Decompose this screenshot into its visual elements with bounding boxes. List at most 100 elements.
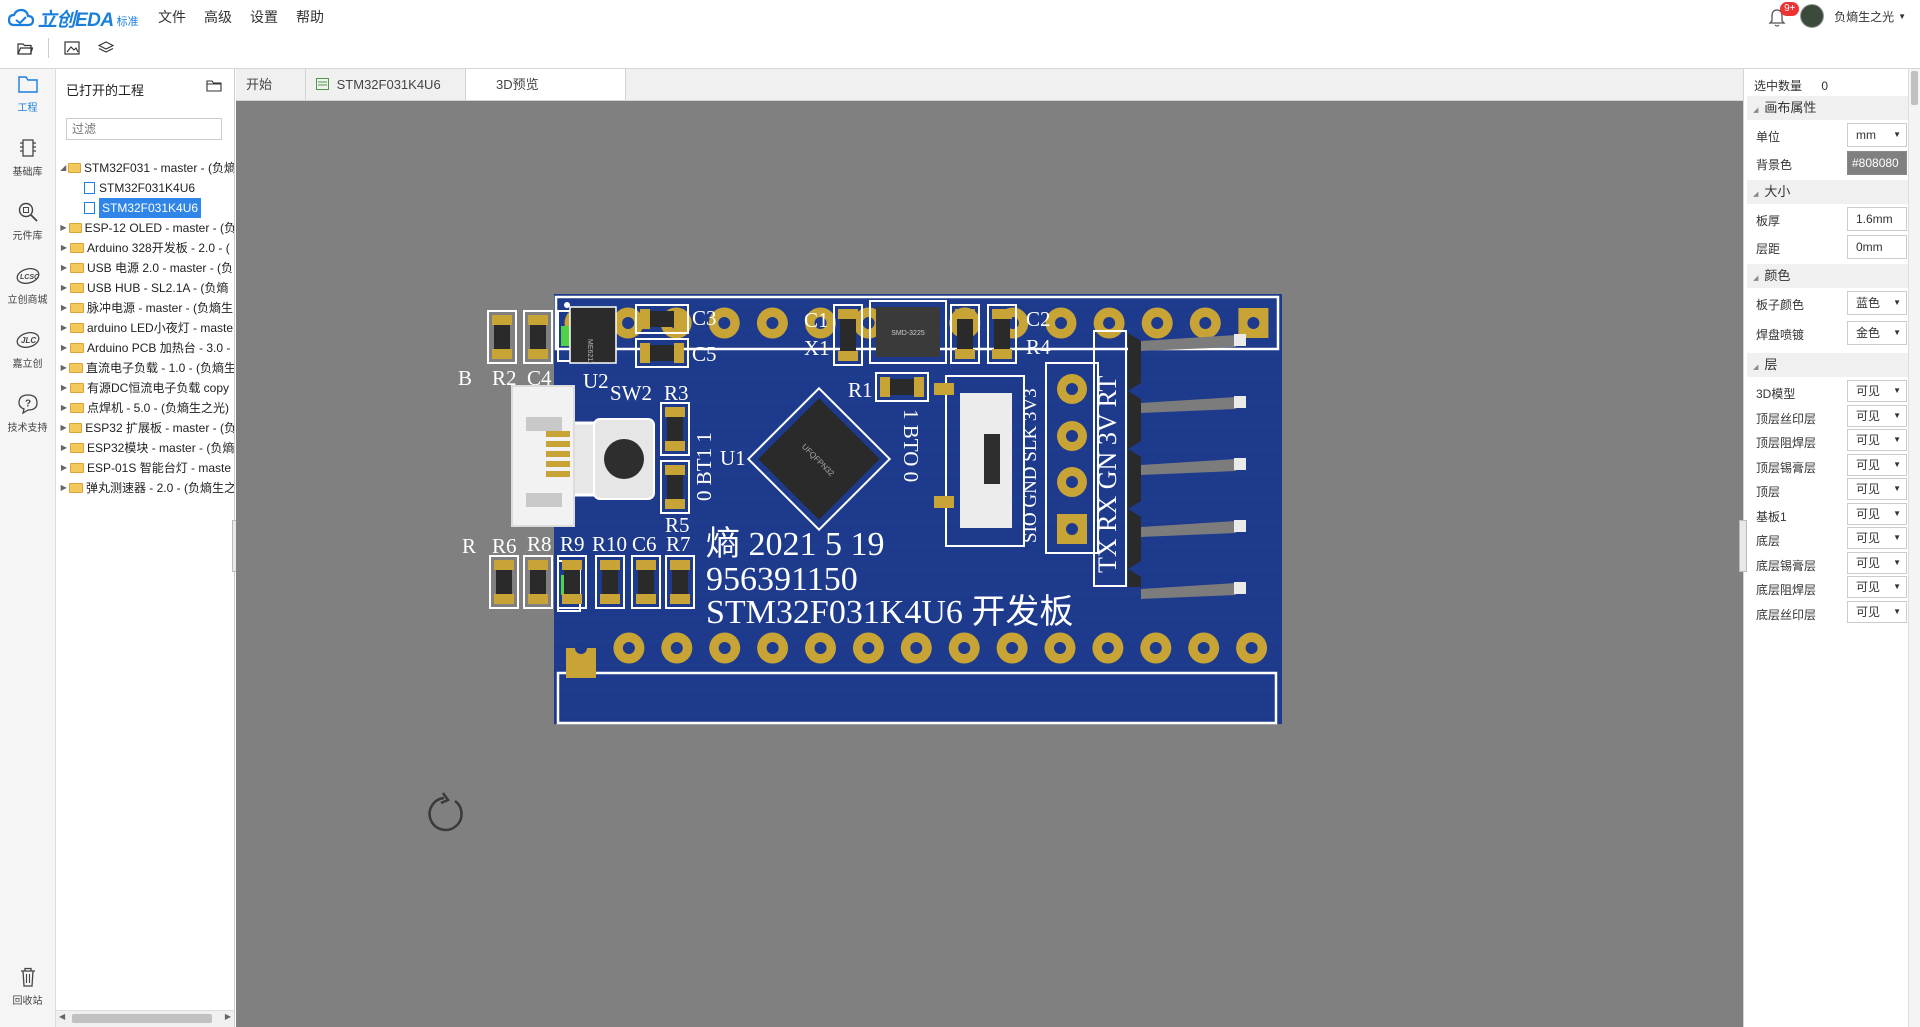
spacing-input[interactable]: 0mm	[1847, 235, 1907, 259]
tree-item[interactable]: ▶USB HUB - SL2.1A - (负熵	[56, 278, 234, 298]
magnifier-chip-icon	[18, 202, 38, 222]
rail-component-library[interactable]: 元件库	[0, 199, 55, 242]
vertical-scrollbar-thumb[interactable]	[1911, 71, 1918, 105]
new-folder-button[interactable]	[206, 79, 222, 95]
reset-view-icon[interactable]	[428, 792, 463, 832]
collapsed-triangle-icon[interactable]: ▶	[60, 303, 68, 312]
tree-item[interactable]: ◢STM32F031 - master - (负熵	[56, 158, 234, 178]
tab-3d-preview[interactable]: 3D预览	[466, 69, 626, 100]
collapsed-triangle-icon[interactable]: ▶	[60, 463, 68, 472]
tree-item[interactable]: ▶有源DC恒流电子负载 copy	[56, 378, 234, 398]
tree-item[interactable]: ▶ESP32模块 - master - (负熵	[56, 438, 234, 458]
layer-visibility-select[interactable]: 可见▼	[1847, 453, 1907, 476]
header-pin	[1141, 459, 1236, 475]
unit-select[interactable]: mm▼	[1847, 123, 1907, 147]
user-name[interactable]: 负熵生之光	[1834, 9, 1895, 24]
layer-visibility-select[interactable]: 可见▼	[1847, 478, 1907, 500]
tree-item[interactable]: ▶arduino LED小夜灯 - maste	[56, 318, 234, 338]
collapsed-triangle-icon[interactable]: ▶	[60, 483, 67, 492]
filter-input[interactable]	[66, 118, 222, 140]
3d-preview-canvas[interactable]: ME6211 UFQFPN32 SMD-3225	[236, 101, 1743, 1027]
scrollbar-thumb[interactable]	[72, 1014, 212, 1023]
menu-advanced[interactable]: 高级	[204, 9, 232, 25]
layer-visibility-select[interactable]: 可见▼	[1847, 429, 1907, 451]
section-layers[interactable]: 层	[1747, 353, 1909, 377]
rail-basic-library[interactable]: 基础库	[0, 135, 55, 178]
c3-body	[650, 311, 674, 327]
pad-hole	[575, 642, 587, 654]
tab-start[interactable]: 开始	[236, 69, 306, 100]
rail-recycle-bin[interactable]: 回收站	[0, 964, 55, 1007]
tree-item[interactable]: ▶Arduino PCB 加热台 - 3.0 -	[56, 338, 234, 358]
collapsed-triangle-icon[interactable]: ▶	[60, 283, 68, 292]
collapsed-triangle-icon[interactable]: ▶	[60, 403, 68, 412]
open-folder-button[interactable]	[14, 37, 36, 59]
collapsed-triangle-icon[interactable]: ▶	[60, 423, 67, 432]
avatar[interactable]	[1800, 4, 1825, 28]
collapsed-triangle-icon[interactable]: ▶	[60, 263, 68, 272]
tree-item[interactable]: ▶USB 电源 2.0 - master - (负	[56, 258, 234, 278]
tree-item[interactable]: ▶脉冲电源 - master - (负熵生	[56, 298, 234, 318]
menu-settings[interactable]: 设置	[250, 9, 278, 25]
collapsed-triangle-icon[interactable]: ▶	[60, 323, 68, 332]
board-color-select[interactable]: 蓝色▼	[1847, 291, 1907, 315]
scroll-left-icon[interactable]: ◀	[59, 1012, 66, 1021]
layer-visibility-select[interactable]: 可见▼	[1847, 404, 1907, 427]
tree-item[interactable]: ▶直流电子负载 - 1.0 - (负熵生	[56, 358, 234, 378]
layers-button[interactable]	[95, 37, 117, 59]
c6-outline	[631, 555, 661, 609]
layer-visibility-select[interactable]: 可见▼	[1847, 502, 1907, 525]
vertical-scrollbar[interactable]	[1908, 69, 1920, 1027]
scroll-right-icon[interactable]: ▶	[224, 1012, 231, 1021]
project-icon	[17, 76, 38, 93]
layer-visibility-select[interactable]: 可见▼	[1847, 551, 1907, 574]
tree-item[interactable]: ▶ESP-12 OLED - master - (负	[56, 218, 234, 238]
tree-item[interactable]: ▶Arduino 328开发板 - 2.0 - (	[56, 238, 234, 258]
tree-item[interactable]: STM32F031K4U6	[56, 178, 234, 198]
collapsed-triangle-icon[interactable]: ▶	[60, 243, 68, 252]
collapsed-triangle-icon[interactable]: ▶	[60, 363, 67, 372]
rail-project[interactable]: 工程	[0, 71, 55, 114]
rail-lcsc-mall[interactable]: LCSC 立创商城	[0, 263, 55, 306]
collapsed-triangle-icon[interactable]: ▶	[60, 223, 67, 232]
silk-r10: R10	[592, 532, 627, 556]
layer-visibility-select[interactable]: 可见▼	[1847, 380, 1907, 402]
tree-item[interactable]: ▶ ESP32 扩展板 - master - (负	[56, 418, 235, 438]
notification-button[interactable]: 9+	[1766, 2, 1800, 28]
tree-item[interactable]: ▶ESP-01S 智能台灯 - maste	[56, 458, 234, 478]
menu-help[interactable]: 帮助	[296, 9, 324, 25]
layer-visibility-select[interactable]: 可见▼	[1847, 600, 1907, 623]
app-logo[interactable]: 立创EDA 标准	[8, 5, 139, 31]
silk-u2: U2	[583, 369, 609, 393]
pcb-3d-render: ME6211 UFQFPN32 SMD-3225	[428, 294, 1282, 832]
pad-plating-select[interactable]: 金色▼	[1847, 321, 1907, 345]
menu-file[interactable]: 文件	[158, 9, 186, 25]
pad-hole	[766, 317, 779, 329]
section-size[interactable]: 大小	[1747, 180, 1909, 204]
caret-down-icon[interactable]: ▼	[1898, 11, 1906, 21]
right-panel-collapse-handle[interactable]	[1739, 520, 1747, 572]
rail-support[interactable]: ? 技术支持	[0, 391, 55, 434]
tree-item-label: STM32F031K4U6	[99, 181, 196, 195]
layer-visibility-select[interactable]: 可见▼	[1847, 527, 1907, 549]
horizontal-scrollbar[interactable]: ◀ ▶	[56, 1010, 234, 1027]
thickness-input[interactable]: 1.6mm	[1847, 207, 1907, 231]
expanded-triangle-icon[interactable]: ◢	[60, 163, 67, 172]
tree-item-label: ESP32 扩展板 - master - (负	[85, 421, 235, 435]
collapsed-triangle-icon[interactable]: ▶	[60, 383, 68, 392]
image-export-button[interactable]	[61, 37, 83, 59]
tab-pcb[interactable]: STM32F031K4U6	[306, 69, 466, 100]
collapsed-triangle-icon[interactable]: ▶	[60, 443, 68, 452]
collapsed-triangle-icon[interactable]: ▶	[60, 343, 68, 352]
section-color[interactable]: 颜色	[1747, 264, 1909, 288]
c1-outline	[833, 304, 863, 366]
section-canvas[interactable]: 画布属性	[1747, 96, 1909, 120]
tree-item[interactable]: STM32F031K4U6	[56, 198, 234, 218]
tree-item[interactable]: ▶弹丸测速器 - 2.0 - (负熵生之	[56, 478, 234, 498]
tree-item[interactable]: ▶点焊机 - 5.0 - (负熵生之光)	[56, 398, 234, 418]
rail-jlc[interactable]: JLC 嘉立创	[0, 327, 55, 370]
bgcolor-picker[interactable]: #808080	[1847, 151, 1907, 175]
document-tabs: 开始 STM32F031K4U6 3D预览	[236, 69, 1743, 101]
layer-visibility-select[interactable]: 可见▼	[1847, 576, 1907, 598]
